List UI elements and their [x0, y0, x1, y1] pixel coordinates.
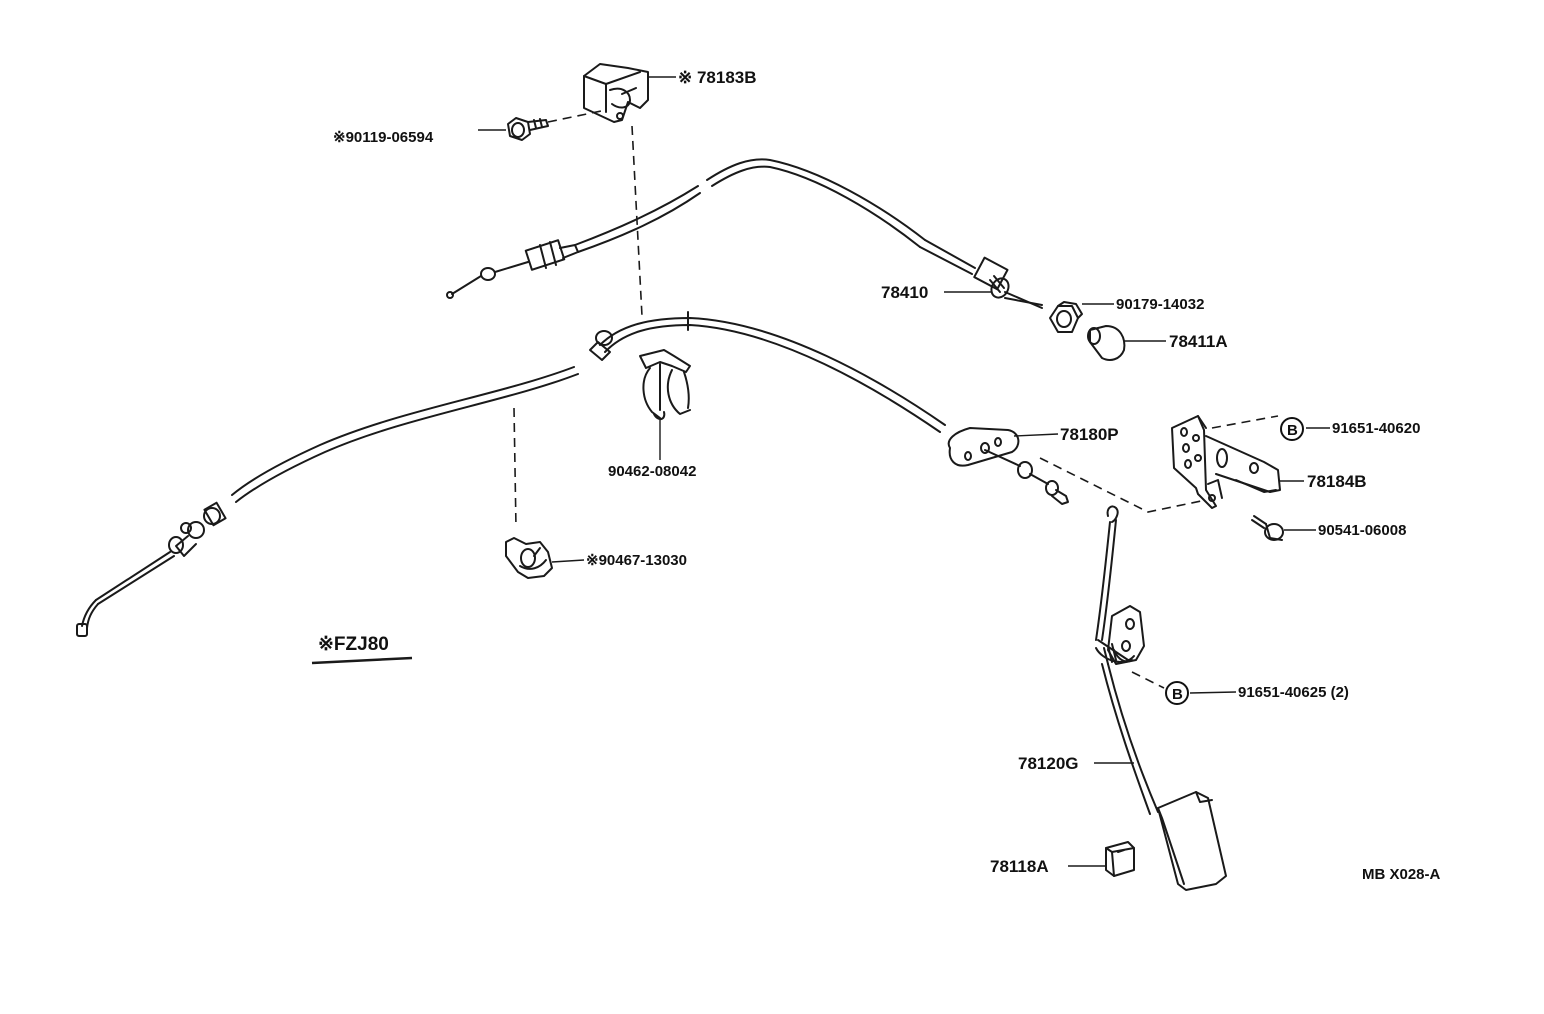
cable-78180P [76, 311, 1069, 637]
model-note-underline [311, 656, 413, 665]
label-78120G: 78120G [1018, 754, 1079, 773]
clamp-90462-08042 [639, 349, 691, 420]
label-78410: 78410 [881, 283, 928, 302]
diagram-code: MB X028-A [1362, 866, 1441, 883]
bracket-78184B [1171, 415, 1281, 509]
marker-b-upper-text: B [1287, 422, 1298, 439]
leader-lines [478, 76, 1330, 867]
bracket-78183B [583, 63, 649, 123]
label-78118A: 78118A [990, 857, 1049, 876]
label-78180P: 78180P [1060, 425, 1119, 444]
marker-b-lower: B [1165, 681, 1189, 705]
label-78183B: ※ 78183B [678, 68, 757, 87]
bolt-90119-06594 [507, 117, 549, 141]
assembly-dashed-lines [513, 109, 1279, 689]
marker-b-upper: B [1280, 417, 1304, 441]
label-90179-14032: 90179-14032 [1116, 296, 1204, 313]
label-78411A: 78411A [1169, 332, 1228, 351]
label-91651-40620: 91651-40620 [1332, 420, 1420, 437]
screw-90541-06008 [1251, 515, 1284, 541]
model-note-fzj80: ※FZJ80 [318, 634, 389, 655]
cable-78410 [446, 158, 1043, 309]
cap-78411A [1087, 325, 1126, 361]
marker-b-lower-text: B [1172, 686, 1183, 703]
pedal-78120G [1095, 505, 1227, 891]
label-91651-40625: 91651-40625 (2) [1238, 684, 1349, 701]
label-78184B: 78184B [1307, 472, 1367, 491]
label-90541-06008: 90541-06008 [1318, 522, 1406, 539]
stopper-78118A [1105, 841, 1135, 877]
label-90119-06594: ※90119-06594 [333, 129, 434, 146]
clip-90467-13030 [505, 537, 553, 579]
label-90462-08042: 90462-08042 [608, 463, 696, 480]
label-90467-13030: ※90467-13030 [586, 552, 687, 569]
nut-90179-14032 [1049, 301, 1083, 333]
